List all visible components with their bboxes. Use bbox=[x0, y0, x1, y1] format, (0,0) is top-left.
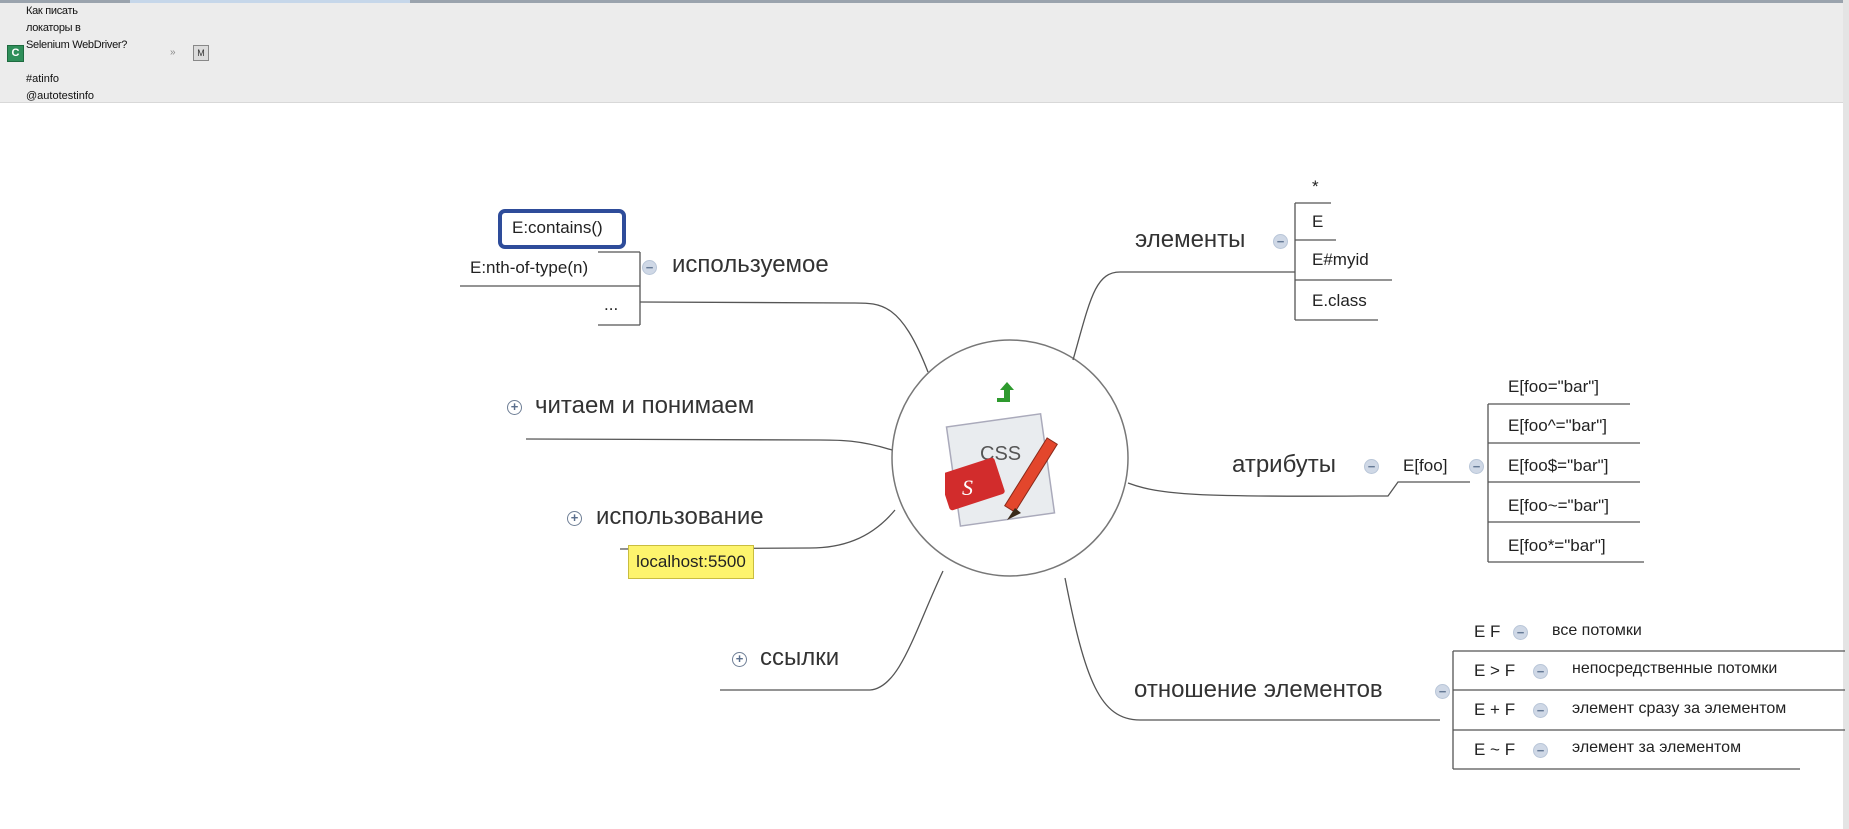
connector-relations bbox=[1064, 577, 1440, 721]
node-attr-contains[interactable]: E[foo*="bar"] bbox=[1508, 536, 1606, 555]
video-title: Как писать локаторы в Selenium WebDriver… bbox=[26, 3, 186, 54]
node-attr-equals[interactable]: E[foo="bar"] bbox=[1508, 377, 1599, 396]
connector-usage bbox=[619, 509, 896, 550]
css-badge-text: S bbox=[962, 475, 973, 500]
chevron-right-icon[interactable]: » bbox=[170, 47, 176, 58]
top-toolbar: C Как писать локаторы в Selenium WebDriv… bbox=[0, 0, 1849, 103]
node-contains[interactable]: E:contains() bbox=[512, 218, 603, 237]
connector-used bbox=[639, 301, 929, 373]
collapse-icon[interactable]: − bbox=[1533, 703, 1548, 718]
node-nth-of-type[interactable]: E:nth-of-type(n) bbox=[470, 258, 589, 277]
connector-read bbox=[525, 438, 893, 451]
node-sibling-desc[interactable]: элемент за элементом bbox=[1572, 739, 1742, 756]
node-elements[interactable]: элементы bbox=[1135, 226, 1246, 253]
connector-attributes-bracket bbox=[1487, 403, 1644, 563]
node-descendant-desc[interactable]: все потомки bbox=[1552, 622, 1642, 639]
node-child-desc[interactable]: непосредственные потомки bbox=[1572, 660, 1778, 677]
node-attr-starts[interactable]: E[foo^="bar"] bbox=[1508, 416, 1607, 435]
node-class[interactable]: E.class bbox=[1312, 291, 1367, 310]
collapse-icon[interactable]: − bbox=[1469, 459, 1484, 474]
selected-node-contains[interactable] bbox=[498, 209, 626, 249]
collapse-icon[interactable]: − bbox=[1273, 234, 1288, 249]
node-sibling-selector[interactable]: E ~ F bbox=[1474, 740, 1516, 759]
tag-line: #atinfo bbox=[26, 73, 60, 85]
window-top-border bbox=[0, 0, 1849, 3]
node-universal[interactable]: * bbox=[1312, 177, 1319, 196]
node-child-selector[interactable]: E > F bbox=[1474, 661, 1516, 680]
expand-icon[interactable]: + bbox=[732, 652, 747, 667]
tag-line: @autotestinfo bbox=[26, 90, 95, 102]
title-line: Как писать bbox=[26, 5, 78, 17]
node-attributes[interactable]: атрибуты bbox=[1232, 451, 1337, 478]
css-editor-icon[interactable]: CSS S bbox=[945, 380, 1075, 530]
node-read[interactable]: читаем и понимаем bbox=[535, 392, 755, 419]
collapse-icon[interactable]: − bbox=[1533, 743, 1548, 758]
up-arrow-icon bbox=[997, 382, 1014, 402]
collapse-icon[interactable]: − bbox=[1533, 664, 1548, 679]
collapse-icon[interactable]: − bbox=[642, 260, 657, 275]
node-attr-ends[interactable]: E[foo$="bar"] bbox=[1508, 456, 1609, 475]
node-id[interactable]: E#myid bbox=[1312, 250, 1369, 269]
node-descendant-selector[interactable]: E F bbox=[1474, 622, 1501, 641]
node-element[interactable]: E bbox=[1312, 212, 1324, 231]
node-foo[interactable]: E[foo] bbox=[1403, 456, 1448, 475]
title-line: Selenium WebDriver? bbox=[26, 39, 128, 51]
central-topic-circle bbox=[891, 339, 1129, 577]
node-used[interactable]: используемое bbox=[672, 251, 829, 278]
connector-used-bracket bbox=[460, 251, 641, 326]
connector-elements bbox=[1072, 271, 1295, 361]
node-ellipsis[interactable]: ... bbox=[604, 295, 619, 314]
expand-icon[interactable]: + bbox=[567, 511, 582, 526]
collapse-icon[interactable]: − bbox=[1513, 625, 1528, 640]
hashtags: #atinfo @autotestinfo bbox=[26, 71, 94, 105]
collapse-icon[interactable]: − bbox=[1435, 684, 1450, 699]
collapse-icon[interactable]: − bbox=[1364, 459, 1379, 474]
connector-relations-bracket bbox=[1452, 650, 1845, 770]
node-adjacent-selector[interactable]: E + F bbox=[1474, 700, 1516, 719]
node-links[interactable]: ссылки bbox=[760, 644, 840, 671]
connector-elements-bracket bbox=[1294, 202, 1392, 321]
map-icon[interactable]: M bbox=[193, 45, 209, 61]
app-icon[interactable]: C bbox=[7, 45, 24, 62]
node-usage[interactable]: использование bbox=[596, 503, 764, 530]
node-attr-word[interactable]: E[foo~="bar"] bbox=[1508, 496, 1609, 515]
expand-icon[interactable]: + bbox=[507, 400, 522, 415]
vertical-scrollbar[interactable] bbox=[1843, 0, 1849, 829]
node-relations[interactable]: отношение элементов bbox=[1134, 676, 1383, 703]
node-adjacent-desc[interactable]: элемент сразу за элементом bbox=[1572, 700, 1787, 717]
localhost-note[interactable]: localhost:5500 bbox=[628, 545, 754, 579]
tab-highlight bbox=[130, 0, 410, 3]
connector-links bbox=[720, 570, 944, 691]
connector-attributes bbox=[1127, 481, 1470, 497]
title-line: локаторы в bbox=[26, 22, 81, 34]
